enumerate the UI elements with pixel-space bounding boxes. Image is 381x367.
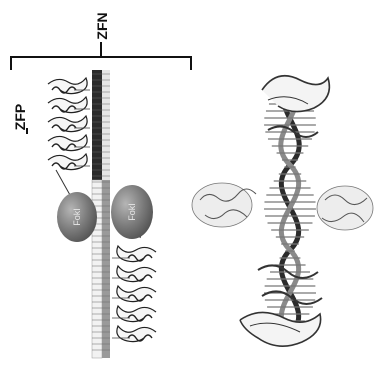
lower-zinc-finger-icon <box>112 306 156 322</box>
protein-dna-ribbon-icon <box>192 76 373 346</box>
lower-zinc-finger-icon <box>112 246 156 262</box>
linker-left <box>56 170 70 195</box>
upper-finger-array <box>48 78 90 170</box>
lower-zinc-finger-icon <box>112 326 156 342</box>
lower-zinc-finger-icon <box>112 266 156 282</box>
upper-zinc-finger-icon <box>48 116 90 132</box>
zfp-label: ZFP <box>12 104 28 130</box>
nuclease-left-label: FokI <box>72 208 82 226</box>
upper-zinc-finger-icon <box>48 154 90 170</box>
lower-finger-array <box>112 246 156 342</box>
zfn-bracket <box>10 42 192 70</box>
lower-zinc-finger-icon <box>112 286 156 302</box>
nuclease-right-label: FokI <box>127 203 137 221</box>
protein-dna-structure <box>192 76 373 346</box>
zfn-label: ZFN <box>94 12 110 39</box>
upper-zinc-finger-icon <box>48 78 90 94</box>
upper-zinc-finger-icon <box>48 135 90 151</box>
upper-zinc-finger-icon <box>48 97 90 113</box>
nuclease-left: FokI <box>57 192 97 242</box>
nuclease-right: FokI <box>111 185 153 239</box>
